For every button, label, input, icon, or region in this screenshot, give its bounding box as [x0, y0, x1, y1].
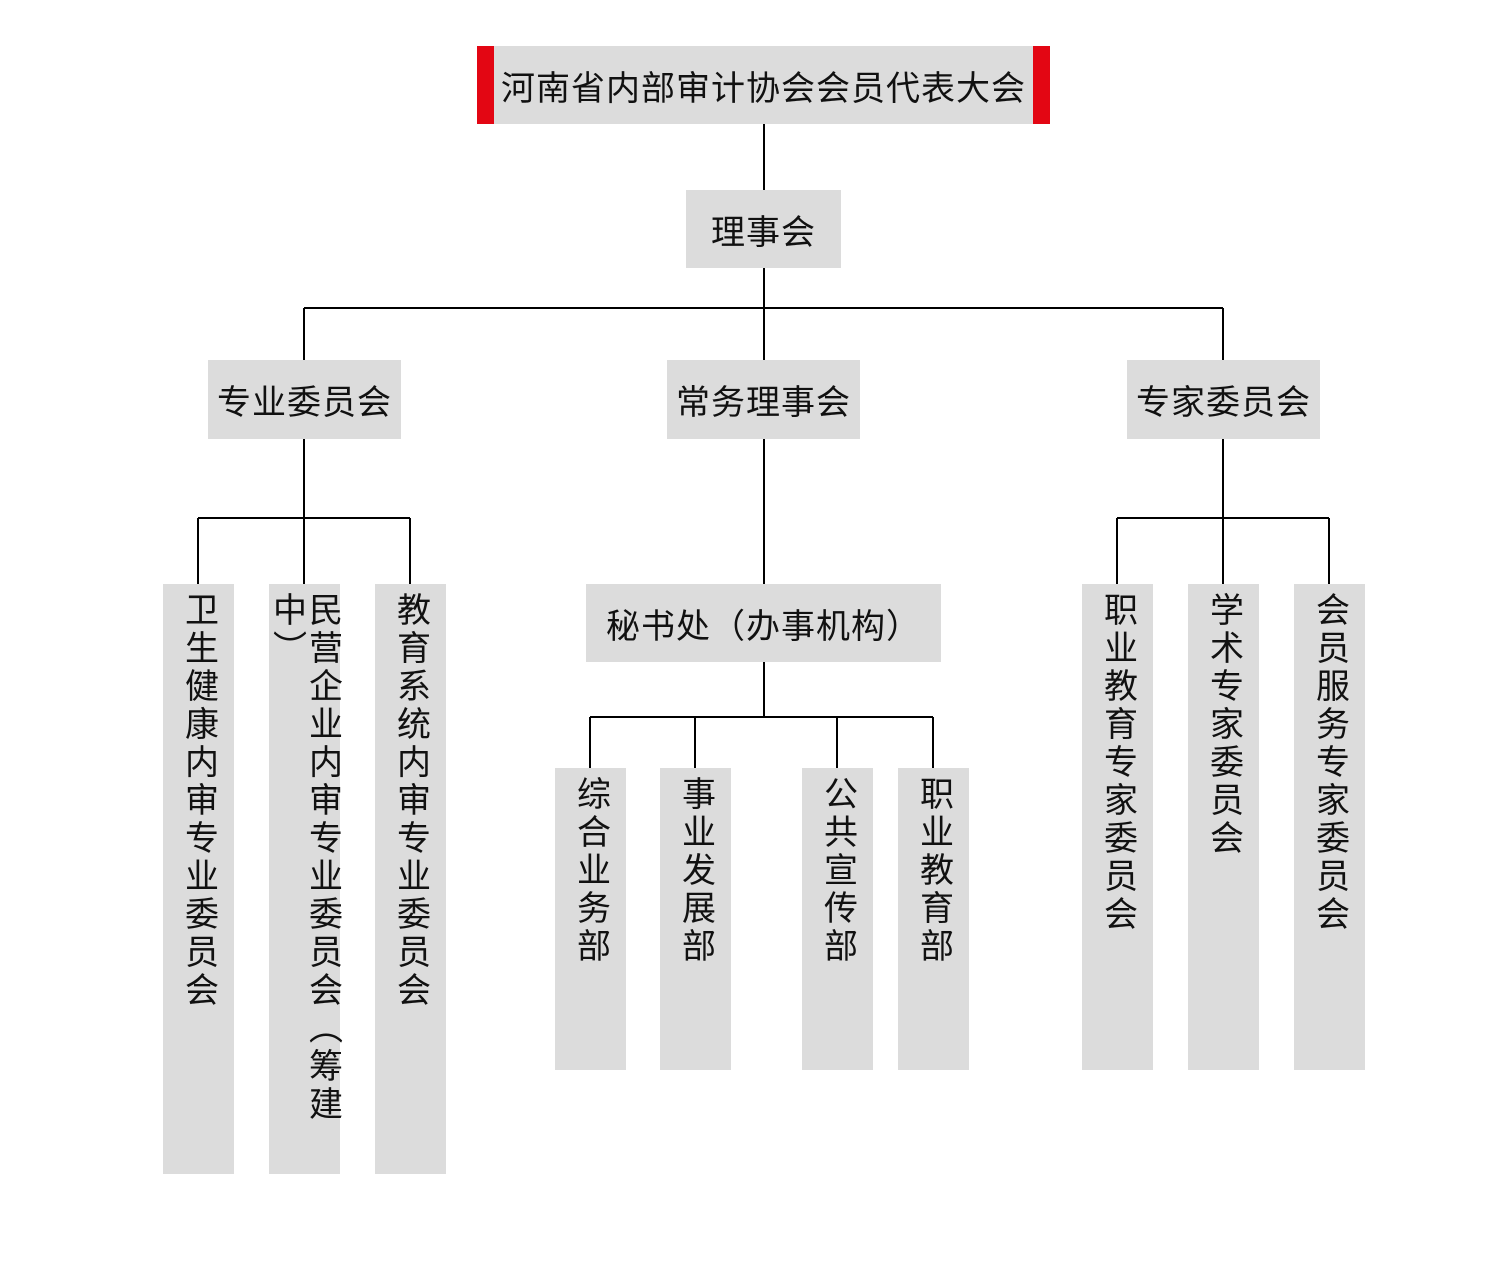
secretariat-label: 秘书处（办事机构） — [606, 606, 921, 647]
professional-subcommittee-label: 教育系统内审专业委员会 — [390, 592, 431, 1010]
professional-subcommittee-label: 卫生健康内审专业委员会 — [178, 592, 219, 1010]
professional-subcommittee-label: 民营企业内审专业委员会（筹建中） — [266, 592, 343, 1124]
professional-committee-label: 专业委员会 — [217, 383, 392, 423]
council-box: 理事会 — [686, 190, 841, 268]
department-box: 综合业务部 — [555, 768, 626, 1070]
expert-subcommittee-label: 会员服务专家委员会 — [1309, 592, 1350, 934]
department-label: 职业教育部 — [913, 776, 954, 966]
department-box: 公共宣传部 — [802, 768, 873, 1070]
professional-subcommittee-box: 民营企业内审专业委员会（筹建中） — [266, 584, 343, 1174]
professional-subcommittee-box: 教育系统内审专业委员会 — [375, 584, 446, 1174]
department-box: 职业教育部 — [898, 768, 969, 1070]
expert-committee-label: 专家委员会 — [1136, 383, 1311, 423]
professional-subcommittee-box: 卫生健康内审专业委员会 — [163, 584, 234, 1174]
expert-subcommittee-label: 职业教育专家委员会 — [1097, 592, 1138, 934]
general-assembly-label: 河南省内部审计协会会员代表大会 — [501, 68, 1026, 109]
general-assembly-box: 河南省内部审计协会会员代表大会 — [477, 46, 1050, 124]
expert-subcommittee-box: 职业教育专家委员会 — [1082, 584, 1153, 1070]
department-box: 事业发展部 — [660, 768, 731, 1070]
department-label: 公共宣传部 — [817, 776, 858, 966]
council-label: 理事会 — [711, 212, 816, 253]
expert-subcommittee-box: 会员服务专家委员会 — [1294, 584, 1365, 1070]
expert-committee-box: 专家委员会 — [1127, 360, 1320, 439]
department-label: 事业发展部 — [675, 776, 716, 966]
expert-subcommittee-box: 学术专家委员会 — [1188, 584, 1259, 1070]
secretariat-box: 秘书处（办事机构） — [586, 584, 941, 662]
accent-bar-right — [1033, 46, 1050, 124]
accent-bar-left — [477, 46, 494, 124]
professional-committee-box: 专业委员会 — [208, 360, 401, 439]
expert-subcommittee-label: 学术专家委员会 — [1203, 592, 1244, 858]
department-label: 综合业务部 — [570, 776, 611, 966]
standing-council-label: 常务理事会 — [676, 383, 851, 423]
standing-council-box: 常务理事会 — [667, 360, 860, 439]
